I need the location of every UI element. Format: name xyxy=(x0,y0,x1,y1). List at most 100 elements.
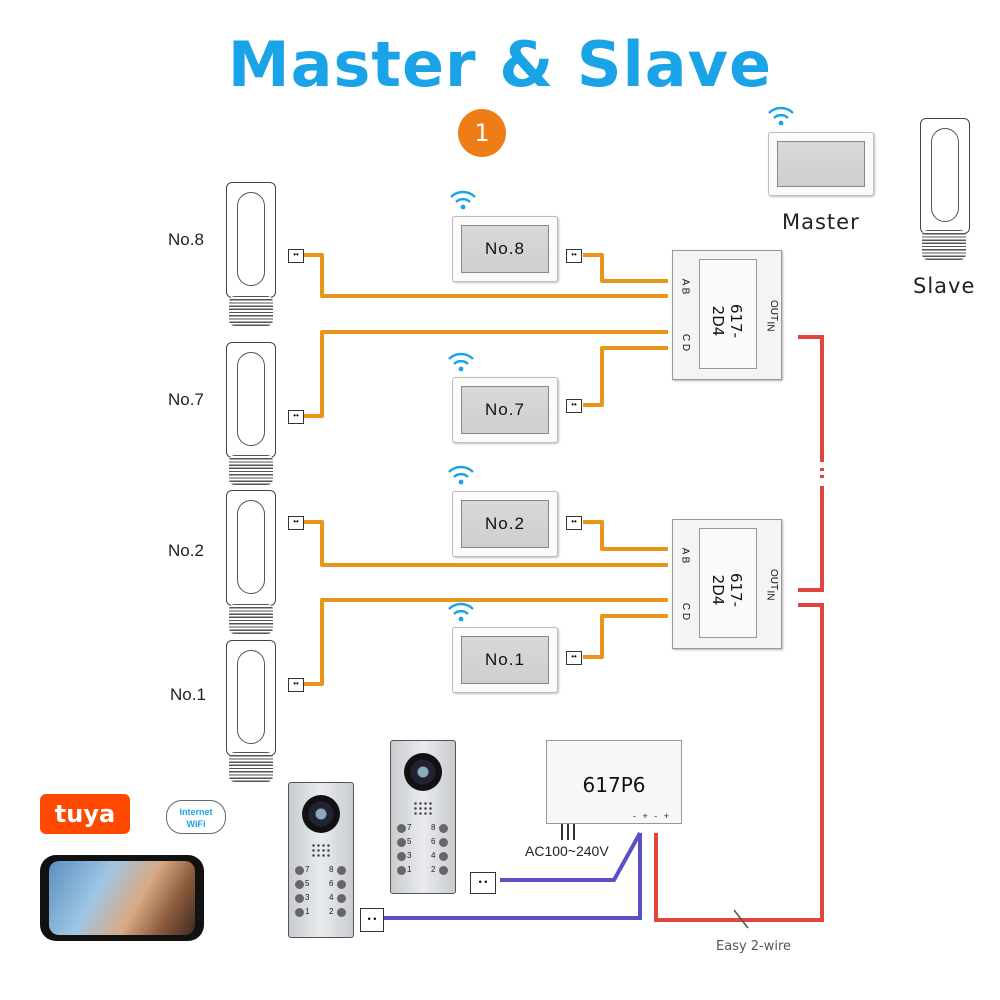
terminal-block-icon: • • xyxy=(360,908,384,932)
wire-bus-top xyxy=(798,335,824,462)
tuya-logo: tuya xyxy=(40,794,130,834)
port-ab-label: A B xyxy=(679,547,691,564)
handset-label-no7: No.7 xyxy=(168,390,204,409)
power-supply-terminals: - + - + xyxy=(633,811,672,821)
wire-bus-mid xyxy=(798,486,824,592)
keypad-key-label: 1 xyxy=(407,865,412,874)
door-station-2: 7 8 5 6 3 4 1 2 xyxy=(288,782,354,938)
keypad-key-label: 7 xyxy=(305,865,310,874)
terminal-block-icon: • • xyxy=(470,872,496,894)
handset-label-no2: No.2 xyxy=(168,541,204,560)
keypad-key-label: 4 xyxy=(329,893,334,902)
keypad-key-label: 1 xyxy=(305,907,310,916)
keypad-key xyxy=(439,824,448,833)
terminal-block-icon: •• xyxy=(288,249,304,263)
port-cd-label: C D xyxy=(680,602,692,621)
coil-cord-icon xyxy=(229,455,273,485)
port-in-label: IN xyxy=(764,321,776,332)
terminal-block-icon: •• xyxy=(566,651,582,665)
wire-bus-bottom xyxy=(654,603,824,922)
wire-handset-no2 xyxy=(304,520,668,567)
keypad-key xyxy=(439,852,448,861)
slave-label: Slave xyxy=(913,274,976,298)
keypad-key-label: 6 xyxy=(329,879,334,888)
slave-handset xyxy=(920,118,970,234)
port-out-label: OUT xyxy=(768,299,780,322)
monitor-no8: No.8 xyxy=(452,216,558,282)
handset-no1 xyxy=(226,640,276,756)
wire-monitor-no2 xyxy=(583,520,668,551)
keypad-key xyxy=(439,866,448,875)
handset-label-no8: No.8 xyxy=(168,230,204,249)
keypad-key-label: 4 xyxy=(431,851,436,860)
wire-monitor-no1 xyxy=(583,614,668,659)
keypad-key-label: 3 xyxy=(407,851,412,860)
wire-note-pointer xyxy=(733,909,749,929)
coil-cord-icon xyxy=(229,296,273,326)
wire-note: Easy 2-wire xyxy=(716,939,792,954)
wire-handset-no1 xyxy=(304,598,668,686)
distributor-name: 617-2D4 xyxy=(709,303,745,339)
port-out-label: OUT xyxy=(768,568,780,591)
power-supply: 617P6 - + - + xyxy=(546,740,682,824)
wire-monitor-no8 xyxy=(583,253,668,283)
monitor-no2: No.2 xyxy=(452,491,558,557)
handset-no7 xyxy=(226,342,276,458)
wifi-icon xyxy=(768,106,794,126)
keypad-key-label: 3 xyxy=(305,893,310,902)
wifi-icon xyxy=(448,352,474,372)
page-title: Master & Slave xyxy=(227,28,773,101)
keypad-key xyxy=(397,824,406,833)
cloud-line2: WiFi xyxy=(186,819,206,829)
keypad-key-label: 8 xyxy=(329,865,334,874)
terminal-block-icon: •• xyxy=(288,410,304,424)
keypad-key-label: 2 xyxy=(329,907,334,916)
keypad-key xyxy=(337,866,346,875)
keypad-key-label: 5 xyxy=(407,837,412,846)
monitor-label-no7: No.7 xyxy=(461,386,549,434)
monitor-no1: No.1 xyxy=(452,627,558,693)
smartphone-icon xyxy=(40,855,204,941)
keypad-key xyxy=(439,838,448,847)
keypad-key xyxy=(397,866,406,875)
keypad-key xyxy=(337,880,346,889)
keypad-key-label: 8 xyxy=(431,823,436,832)
terminal-block-icon: •• xyxy=(566,399,582,413)
terminal-block-icon: •• xyxy=(566,516,582,530)
master-label: Master xyxy=(782,210,860,234)
wifi-icon xyxy=(448,465,474,485)
ac-input-label: AC100~240V xyxy=(525,843,609,859)
keypad-key-label: 5 xyxy=(305,879,310,888)
coil-cord-icon xyxy=(922,230,966,260)
power-supply-name: 617P6 xyxy=(582,773,646,797)
cloud-icon: Internet WiFi xyxy=(166,800,226,834)
terminal-block-icon: •• xyxy=(566,249,582,263)
keypad-key xyxy=(295,866,304,875)
monitor-no7: No.7 xyxy=(452,377,558,443)
cloud-line1: Internet xyxy=(179,807,213,817)
handset-no8 xyxy=(226,182,276,298)
keypad-key xyxy=(397,852,406,861)
keypad-key xyxy=(337,908,346,917)
wifi-icon xyxy=(450,190,476,210)
keypad-icon: 7 8 5 6 3 4 1 2 xyxy=(295,865,347,927)
handset-no2 xyxy=(226,490,276,606)
handset-label-no1: No.1 xyxy=(170,685,206,704)
terminal-block-icon: •• xyxy=(288,516,304,530)
wire-handset-no7 xyxy=(304,330,668,418)
camera-lens-icon xyxy=(302,795,340,833)
keypad-key-label: 7 xyxy=(407,823,412,832)
camera-lens-icon xyxy=(404,753,442,791)
wire-doorstation-2 xyxy=(384,833,642,920)
distributor-bottom: 617-2D4 A B C D IN OUT xyxy=(672,519,782,649)
keypad-key xyxy=(295,894,304,903)
keypad-key xyxy=(295,880,304,889)
port-in-label: IN xyxy=(764,590,776,601)
coil-cord-icon xyxy=(229,752,273,782)
coil-cord-icon xyxy=(229,604,273,634)
monitor-label-no1: No.1 xyxy=(461,636,549,684)
